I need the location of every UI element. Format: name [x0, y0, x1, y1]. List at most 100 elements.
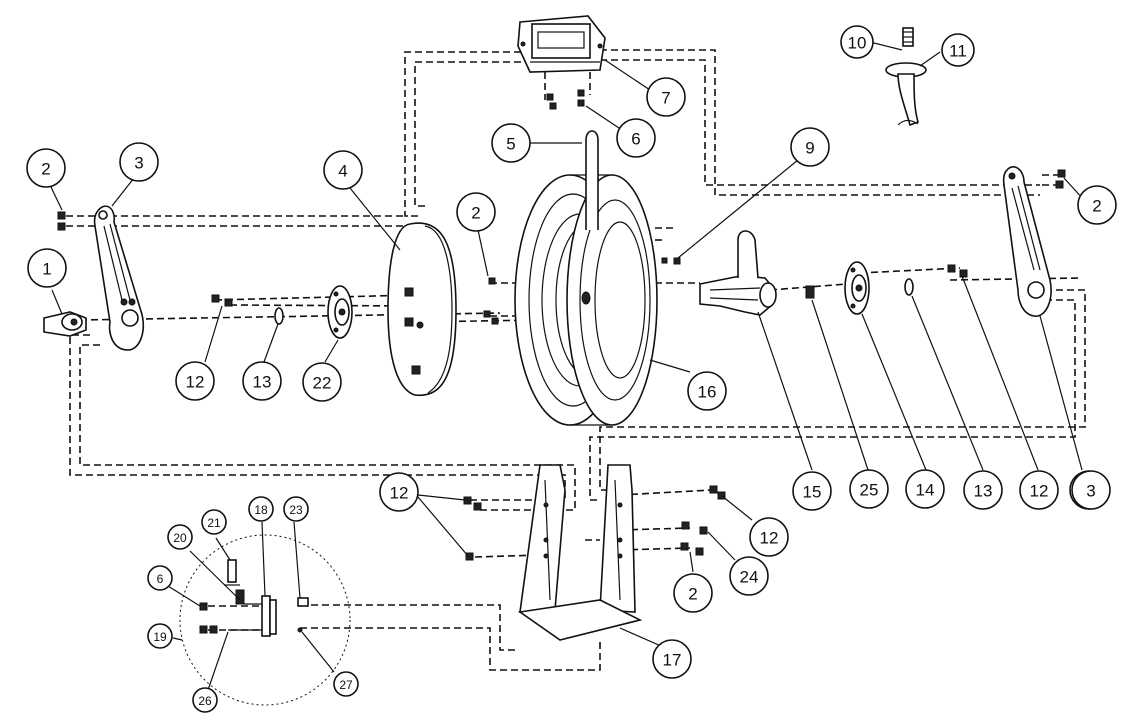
part-22-bearing-plate	[327, 285, 353, 339]
callout-label: 6	[631, 130, 640, 149]
callout-label: 5	[506, 135, 515, 154]
callout-label: 4	[338, 162, 347, 181]
callout-label: 16	[698, 383, 717, 402]
assembly-dashed-lines	[66, 49, 1086, 671]
callout-circle	[119, 142, 159, 182]
part-12-left-bolts	[211, 294, 233, 307]
leader-lines	[49, 41, 1085, 691]
callout-label: 13	[253, 373, 272, 392]
callout-2: 2	[673, 573, 713, 613]
callout-label: 17	[663, 651, 682, 670]
part-13-left-o-ring	[274, 307, 284, 325]
callout-label: 12	[760, 529, 779, 548]
part-12-right-bolts	[947, 264, 968, 278]
callout-27: 27	[333, 671, 359, 697]
part-4-side-disk	[387, 222, 457, 397]
callout-circle	[323, 150, 363, 190]
callout-label: 24	[740, 568, 759, 587]
screw-9b	[661, 257, 668, 264]
callout-circle	[652, 639, 692, 679]
callout-label: 19	[153, 630, 167, 644]
callout-21: 21	[201, 509, 227, 535]
callout-circle	[849, 469, 889, 509]
callout-3: 3	[119, 142, 159, 182]
callout-label: 23	[289, 503, 303, 517]
callout-18: 18	[248, 496, 274, 522]
part-3-right-arm	[1002, 166, 1052, 317]
callout-label: 11	[949, 42, 967, 61]
callout-label: 2	[471, 204, 480, 223]
part-5-u-bolt	[585, 130, 599, 230]
callout-circle	[27, 248, 67, 288]
callout-circle	[941, 33, 975, 67]
callout-10: 10	[840, 25, 874, 59]
callout-circle	[333, 671, 359, 697]
callout-2: 2	[26, 148, 66, 188]
callout-9: 9	[790, 127, 830, 167]
callout-23: 23	[283, 496, 309, 522]
callout-circle	[167, 524, 193, 550]
callout-label: 15	[803, 483, 822, 502]
callout-circle	[963, 470, 1003, 510]
part-9-screw	[673, 257, 681, 265]
callout-circle	[1071, 470, 1111, 510]
callout-label: 25	[860, 481, 879, 500]
part-14-right-bearing-plate	[844, 261, 870, 315]
part-6-top-bolts	[546, 89, 585, 110]
callout-4: 4	[323, 150, 363, 190]
callout-circle	[192, 687, 218, 713]
part-19-detail-view	[179, 534, 351, 706]
screws-right-top	[1055, 169, 1066, 189]
callout-circle	[905, 469, 945, 509]
callout-26: 26	[192, 687, 218, 713]
callout-circle	[379, 472, 419, 512]
callout-label: 20	[173, 531, 187, 545]
callout-13: 13	[242, 361, 282, 401]
callout-6: 6	[147, 565, 173, 591]
callout-label: 7	[661, 89, 670, 108]
callout-label: 12	[1030, 482, 1049, 501]
callout-circle	[840, 25, 874, 59]
callout-circle	[242, 361, 282, 401]
part-3-left-arm	[93, 205, 144, 351]
callout-label: 12	[390, 484, 409, 503]
callout-label: 6	[157, 572, 164, 586]
callout-20: 20	[167, 524, 193, 550]
callout-circle	[792, 471, 832, 511]
callout-11: 11	[941, 33, 975, 67]
callout-2: 2	[1077, 185, 1117, 225]
callout-label: 2	[1092, 197, 1101, 216]
callout-circle	[456, 192, 496, 232]
callout-12: 12	[1019, 470, 1059, 510]
callout-7: 7	[646, 77, 686, 117]
callout-14: 14	[905, 469, 945, 509]
callout-label: 2	[688, 585, 697, 604]
callout-circle	[1077, 185, 1117, 225]
screws-left-top	[57, 211, 66, 231]
part-2-reel-bolts	[483, 277, 499, 325]
callout-2: 2	[456, 192, 496, 232]
callout-label: 14	[916, 481, 935, 500]
callout-circle	[673, 573, 713, 613]
callout-label: 12	[186, 373, 205, 392]
callout-circle	[201, 509, 227, 535]
callout-circle	[616, 118, 656, 158]
callout-label: 21	[207, 516, 221, 530]
callout-label: 26	[198, 694, 212, 708]
callout-circle	[491, 123, 531, 163]
callout-12: 12	[379, 472, 419, 512]
callout-22: 22	[302, 362, 342, 402]
callout-17: 17	[652, 639, 692, 679]
callout-15: 15	[792, 471, 832, 511]
callout-circle	[147, 623, 173, 649]
callout-label: 9	[805, 139, 814, 158]
callout-13: 13	[963, 470, 1003, 510]
callout-circle	[248, 496, 274, 522]
callout-circle	[147, 565, 173, 591]
callout-label: 10	[848, 34, 867, 53]
callout-label: 1	[42, 260, 51, 279]
callout-12: 12	[749, 517, 789, 557]
part-12-stand-bolts	[463, 485, 726, 561]
callout-circle	[302, 362, 342, 402]
